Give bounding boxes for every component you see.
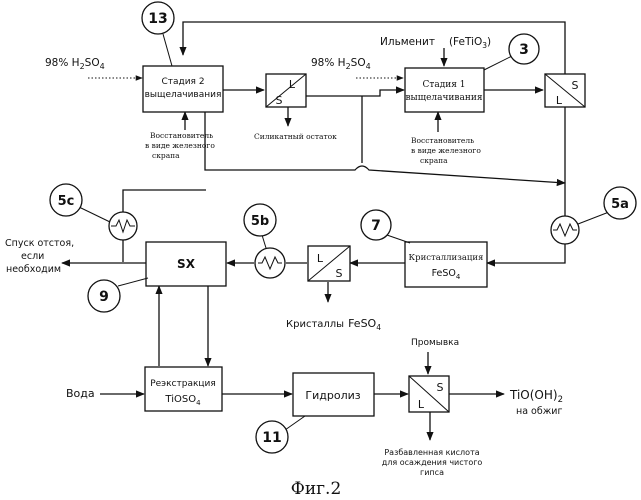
label-crystals: КристаллыFeSO4 [286, 317, 381, 332]
label-drain: Спуск отстоя, если необходим [5, 238, 74, 275]
sep4-L: L [418, 398, 425, 411]
label-dilute-acid: Разбавленная кислота для осаждения чисто… [382, 448, 483, 477]
label-silicate: Силикатный остаток [254, 132, 337, 141]
svg-text:необходим: необходим [6, 264, 61, 275]
callout-11-label: 11 [262, 430, 281, 446]
heat-exchanger-5c [109, 212, 137, 240]
callout-9-label: 9 [99, 289, 109, 305]
sep4-S: S [437, 381, 444, 394]
svg-text:для осаждения чистого: для осаждения чистого [382, 458, 483, 467]
stage2-line2: выщелачивания [145, 90, 222, 100]
callout-3: 3 [484, 34, 539, 70]
label-acid-left: 98% H2SO4 [45, 57, 105, 71]
cryst-line1: Кристаллизация [409, 253, 484, 263]
svg-text:в виде железного: в виде железного [145, 141, 215, 150]
label-ilmenite: Ильменит(FeTiO3) [380, 36, 491, 50]
sep1-L: L [289, 78, 296, 91]
callout-13-label: 13 [148, 11, 167, 27]
box-stage1: Стадия 1 выщелачивания [405, 68, 484, 112]
sep2-S: S [572, 79, 579, 92]
svg-text:Разбавленная кислота: Разбавленная кислота [384, 448, 479, 457]
label-wash: Промывка [411, 338, 459, 348]
callout-3-label: 3 [519, 42, 529, 58]
box-stage2: Стадия 2 выщелачивания [143, 66, 223, 112]
reex-formula-sub: 4 [196, 399, 201, 407]
flow-sep-to-stage1 [306, 90, 404, 96]
stage1-line1: Стадия 1 [422, 80, 465, 90]
hydro-label: Гидролиз [305, 389, 360, 402]
separator-top-left: L S [266, 74, 306, 107]
separator-bottom: S L [409, 376, 449, 412]
flow-5a-to-cryst [487, 244, 565, 263]
callout-5c-label: 5c [58, 194, 75, 209]
box-hydrolysis: Гидролиз [293, 373, 374, 416]
stage2-line1: Стадия 2 [161, 77, 204, 87]
callout-11: 11 [256, 416, 305, 453]
svg-text:Восстановитель: Восстановитель [411, 136, 474, 145]
flow-recycle-top [183, 22, 565, 74]
flow-stage2-to-5a [205, 112, 565, 183]
label-product: TiO(OH)2 [509, 388, 563, 405]
callout-9: 9 [88, 278, 148, 312]
callout-5b: 5b [244, 204, 276, 248]
box-sx: SX [146, 242, 226, 286]
callout-7: 7 [361, 210, 410, 243]
reex-line1: Реэкстракция [150, 379, 216, 389]
svg-text:Восстановитель: Восстановитель [150, 131, 213, 140]
svg-text:Спуск отстоя,: Спуск отстоя, [5, 238, 74, 249]
sep1-S: S [276, 94, 283, 107]
heat-exchanger-5a [551, 216, 579, 244]
heat-exchanger-5b [255, 248, 285, 278]
separator-top-right: S L [545, 74, 585, 107]
callout-7-label: 7 [371, 218, 381, 234]
cryst-formula: FeSO [432, 268, 456, 279]
svg-text:скрапа: скрапа [152, 151, 180, 160]
separator-middle: L S [308, 246, 350, 281]
flow-5c-line [123, 190, 206, 212]
svg-text:скрапа: скрапа [420, 156, 448, 165]
label-water: Вода [66, 387, 95, 400]
callout-5a-label: 5a [611, 197, 629, 212]
cryst-formula-sub: 4 [456, 273, 461, 281]
box-crystallization: Кристаллизация FeSO4 [405, 242, 487, 287]
callout-5a: 5a [578, 187, 636, 224]
box-reextraction: Реэкстракция TiOSO4 [145, 367, 222, 411]
stage1-line2: выщелачивания [405, 93, 482, 103]
callout-5b-label: 5b [251, 214, 269, 229]
svg-text:если: если [21, 251, 44, 262]
callout-13: 13 [142, 2, 174, 66]
svg-text:в виде железного: в виде железного [411, 146, 481, 155]
label-acid-right: 98% H2SO4 [311, 57, 371, 71]
svg-text:гипса: гипса [420, 468, 444, 477]
sep3-L: L [317, 252, 324, 265]
sep2-L: L [556, 94, 563, 107]
callout-5c: 5c [50, 184, 110, 222]
label-reducer-right: Восстановитель в виде железного скрапа [411, 136, 481, 165]
reex-formula: TiOSO [164, 394, 196, 405]
figure-caption: Фиг.2 [291, 479, 342, 499]
label-product-note: на обжиг [516, 406, 562, 417]
sx-label: SX [177, 257, 196, 271]
sep3-S: S [336, 267, 343, 280]
